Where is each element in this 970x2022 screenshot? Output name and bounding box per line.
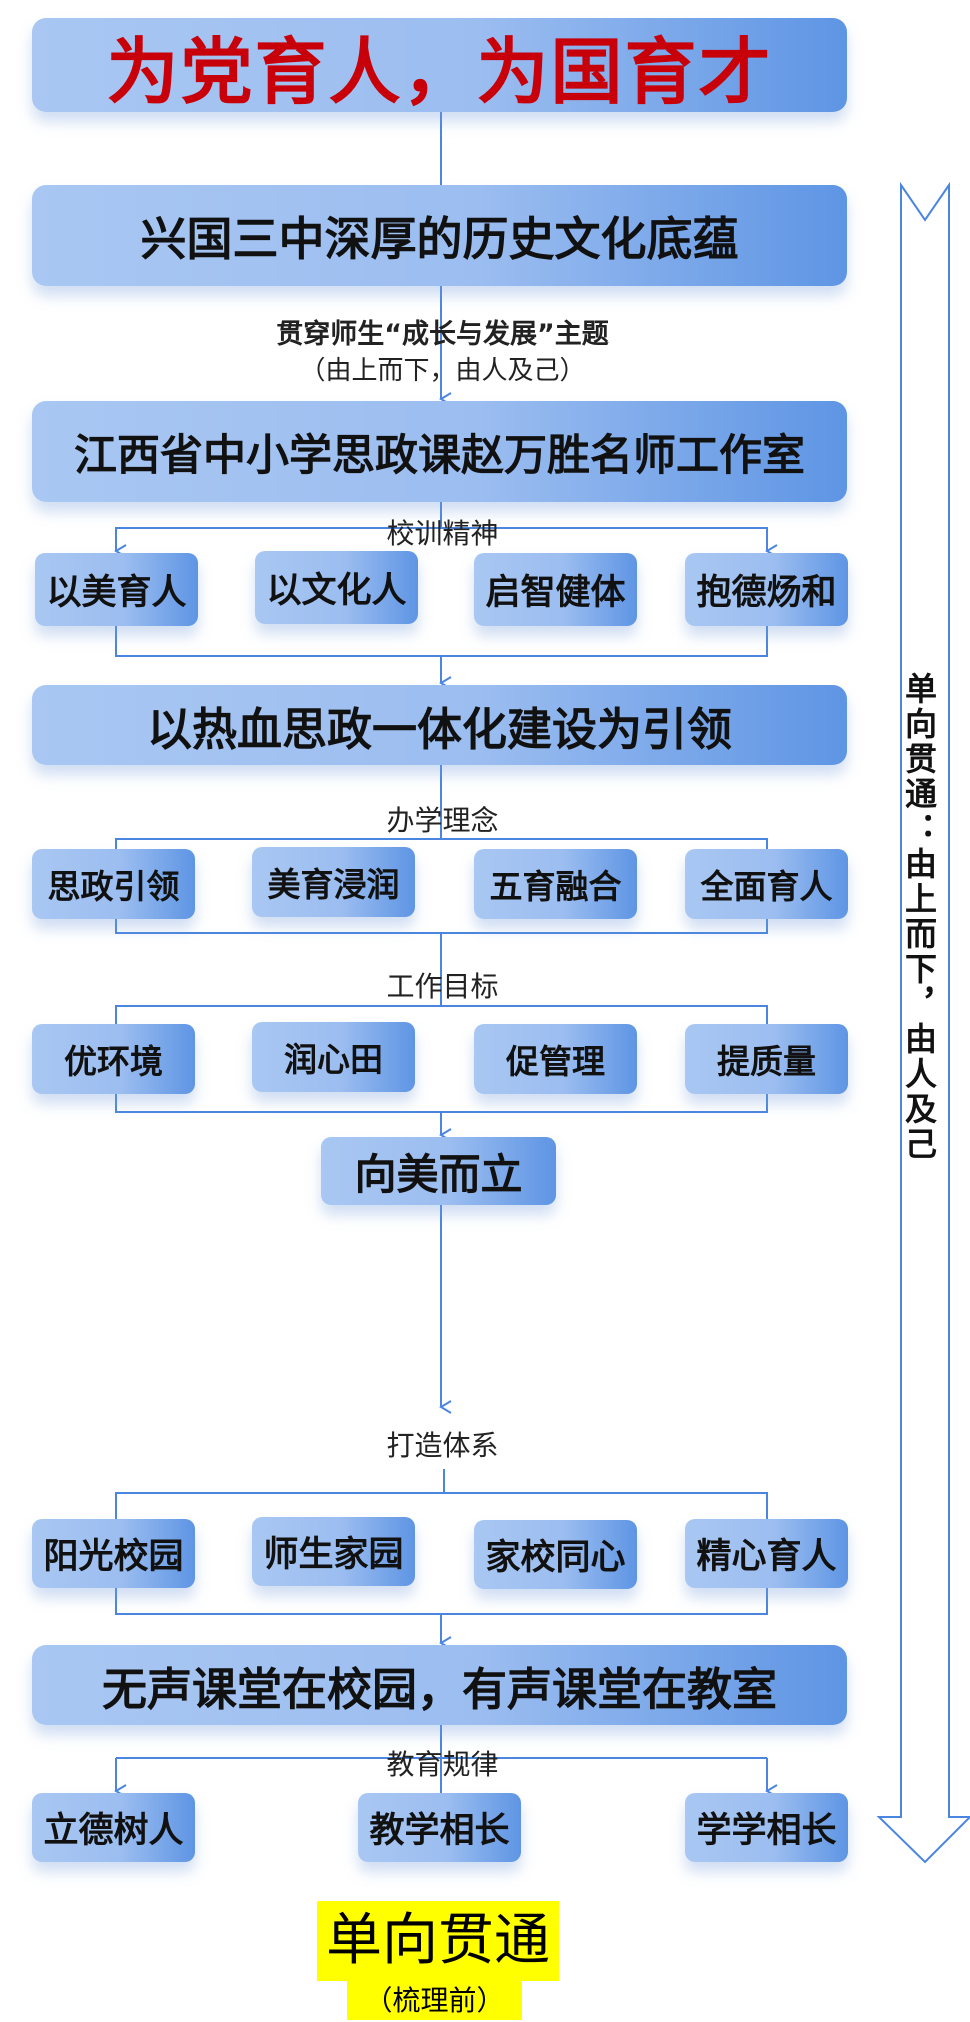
foundation-text: 兴国三中深厚的历史文化底蕴 [140,211,739,266]
core-box: 向美而立 [321,1137,556,1205]
side-down-arrow [876,181,970,1864]
philosophy-item: 全面育人 [685,849,848,919]
goal-item: 促管理 [474,1024,637,1094]
studio-text: 江西省中小学思政课赵万胜名师工作室 [74,430,805,481]
footer-title: 单向贯通 [317,1901,559,1981]
lead-text: 以热血思政一体化建设为引领 [146,702,732,756]
motto-label: 校训精神 [386,517,499,550]
system-label: 打造体系 [386,1429,499,1462]
motto-item: 启智健体 [474,553,637,626]
philosophy-label: 办学理念 [386,804,499,837]
motto-item: 以文化人 [255,551,418,624]
law-item: 学学相长 [685,1793,848,1862]
motto-item: 以美育人 [35,553,198,626]
side-arrow-text: 单向贯通：由上而下，由人及己 [900,672,938,1162]
goal-item: 优环境 [32,1024,195,1094]
goal-item: 润心田 [252,1022,415,1092]
goals-label: 工作目标 [386,970,499,1003]
lead-box: 以热血思政一体化建设为引领 [32,685,847,765]
classroom-text: 无声课堂在校园，有声课堂在教室 [101,1662,777,1716]
system-item: 精心育人 [685,1519,848,1588]
motto-item: 抱德炀和 [685,553,848,626]
title-box: 为党育人，为国育才 [32,18,847,114]
system-item: 家校同心 [474,1520,637,1589]
title-text: 为党育人，为国育才 [106,29,773,114]
footer-sub: （梳理前） [347,1981,522,2020]
philosophy-item: 五育融合 [474,849,637,919]
system-item: 师生家园 [252,1517,415,1586]
law-item: 教学相长 [358,1793,521,1862]
foundation-box: 兴国三中深厚的历史文化底蕴 [32,185,847,286]
law-label: 教育规律 [386,1748,499,1781]
theme-line: 贯穿师生“成长与发展”主题 [276,319,609,350]
philosophy-item: 思政引领 [32,849,195,919]
goal-item: 提质量 [685,1024,848,1094]
law-item: 立德树人 [32,1793,195,1862]
classroom-box: 无声课堂在校园，有声课堂在教室 [32,1645,847,1725]
theme-sub: （由上而下，由人及己） [299,356,586,386]
system-item: 阳光校园 [32,1519,195,1588]
philosophy-item: 美育浸润 [252,847,415,917]
studio-box: 江西省中小学思政课赵万胜名师工作室 [32,401,847,502]
